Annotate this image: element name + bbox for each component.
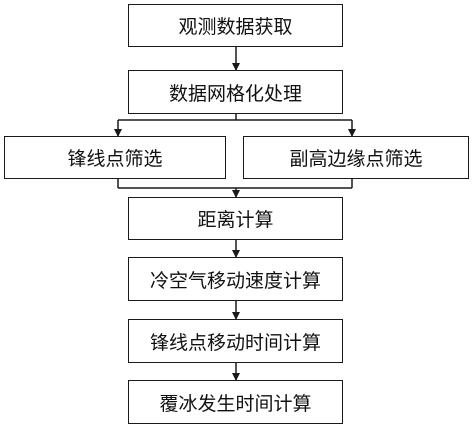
step-label: 锋线点移动时间计算 (149, 331, 321, 354)
step-data-gridding: 数据网格化处理 (128, 70, 343, 114)
step-label: 观测数据获取 (178, 16, 293, 38)
step-distance-calculation: 距离计算 (128, 197, 343, 240)
step-label: 数据网格化处理 (168, 82, 302, 105)
step-label: 副高边缘点筛选 (289, 148, 423, 170)
step-icing-occurrence-time-calculation: 覆冰发生时间计算 (128, 380, 343, 424)
step-front-point-move-time-calculation: 锋线点移动时间计算 (128, 319, 343, 363)
step-label: 距离计算 (197, 209, 274, 231)
step-front-point-screening: 锋线点筛选 (4, 136, 226, 179)
step-label: 覆冰发生时间计算 (159, 392, 312, 415)
step-subtropical-high-edge-point-screening: 副高边缘点筛选 (243, 136, 469, 179)
step-label: 冷空气移动速度计算 (149, 269, 321, 292)
step-label: 锋线点筛选 (67, 148, 163, 170)
step-cold-air-speed-calculation: 冷空气移动速度计算 (128, 257, 343, 301)
step-observation-data-acquisition: 观测数据获取 (128, 4, 343, 47)
